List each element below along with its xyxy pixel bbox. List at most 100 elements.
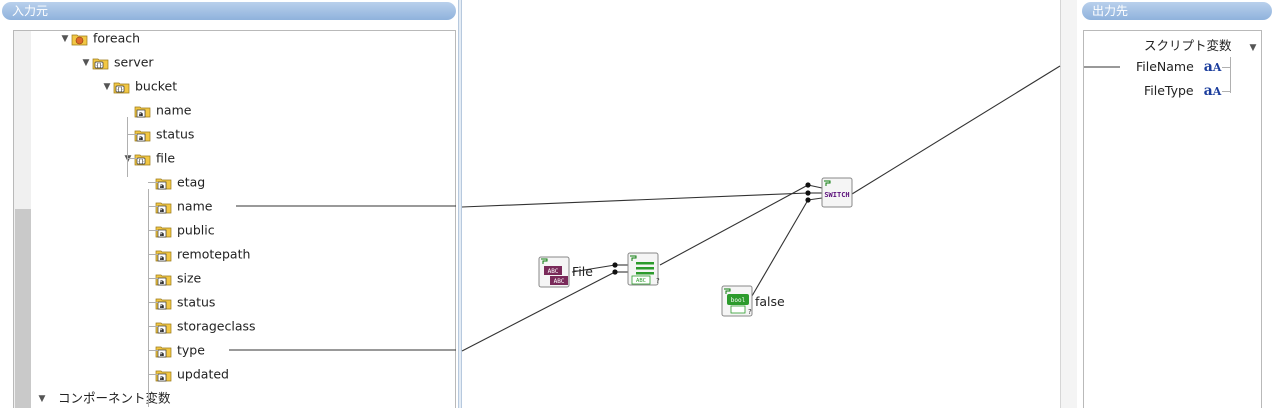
svg-text:a: a bbox=[160, 326, 164, 334]
svg-text:a: a bbox=[139, 110, 143, 118]
svg-text:a: a bbox=[160, 230, 164, 238]
mapping-line bbox=[751, 199, 809, 297]
string-field-icon: a bbox=[155, 200, 172, 214]
tree-item-label: updated bbox=[177, 366, 229, 382]
mapping-line bbox=[461, 192, 809, 208]
tree-item[interactable]: ▼{}server bbox=[80, 52, 154, 72]
expand-toggle-icon[interactable]: ▼ bbox=[82, 57, 90, 68]
output-item-filename[interactable]: FileName aA bbox=[1136, 59, 1221, 75]
tree-item-label: storageclass bbox=[177, 318, 256, 334]
connection-point bbox=[612, 269, 618, 275]
string-field-icon: a bbox=[155, 344, 172, 358]
svg-text:a: a bbox=[160, 182, 164, 190]
right-splitter[interactable] bbox=[1060, 0, 1077, 408]
tree-connector bbox=[148, 254, 158, 255]
output-item-filetype[interactable]: FileType aA bbox=[1144, 83, 1221, 99]
object-icon: {} bbox=[113, 80, 130, 94]
svg-text:?: ? bbox=[748, 308, 752, 316]
string-equals-icon: ABC ? bbox=[627, 252, 660, 286]
tree-item[interactable]: ▼ foreach bbox=[59, 30, 141, 48]
tree-connector bbox=[127, 158, 137, 159]
switch-icon-text: SWITCH bbox=[824, 191, 849, 199]
tree-item[interactable]: a name bbox=[122, 100, 191, 120]
mapping-line bbox=[807, 197, 823, 201]
boolean-constant-icon: bool ? bbox=[721, 285, 753, 317]
string-variable-icon: aA bbox=[1203, 83, 1222, 99]
tree-item-label: file bbox=[156, 150, 176, 166]
expand-toggle-icon[interactable]: ▼ bbox=[61, 33, 69, 44]
connection-point bbox=[805, 190, 811, 196]
string-field-icon: a bbox=[155, 368, 172, 382]
tree-item-label: name bbox=[156, 102, 192, 118]
svg-text:{}: {} bbox=[138, 159, 144, 165]
tree-item[interactable]: a updated bbox=[143, 364, 229, 384]
output-panel-title: 出力先 bbox=[1092, 4, 1129, 18]
input-panel-title: 入力元 bbox=[12, 4, 49, 18]
svg-text:{}: {} bbox=[117, 87, 123, 93]
expand-toggle-icon[interactable]: ▼ bbox=[38, 393, 46, 404]
svg-text:ABC: ABC bbox=[636, 278, 646, 284]
mapping-line bbox=[851, 65, 1061, 195]
string-field-icon: a bbox=[155, 224, 172, 238]
svg-text:a: a bbox=[160, 374, 164, 382]
string-variable-icon: aA bbox=[1203, 59, 1222, 75]
svg-text:a: a bbox=[160, 350, 164, 358]
string-constant-icon: ABC ABC bbox=[538, 256, 570, 288]
string-field-icon: a bbox=[155, 296, 172, 310]
tree-connector bbox=[148, 350, 158, 351]
tree-scrollbar[interactable] bbox=[14, 31, 31, 408]
expand-toggle-icon[interactable]: ▼ bbox=[103, 81, 111, 92]
string-constant-value[interactable]: File bbox=[572, 264, 593, 279]
tree-item[interactable]: a remotepath bbox=[143, 244, 250, 264]
tree-connector bbox=[148, 206, 158, 207]
svg-text:ABC: ABC bbox=[554, 278, 565, 285]
svg-text:a: a bbox=[160, 254, 164, 262]
string-field-icon: a bbox=[134, 128, 151, 142]
foreach-icon bbox=[71, 32, 88, 46]
chevron-down-icon[interactable]: ▼ bbox=[1249, 43, 1257, 53]
tree-item-label: size bbox=[177, 270, 202, 286]
tree-item-label: bucket bbox=[135, 78, 178, 94]
tree-connector bbox=[148, 230, 158, 231]
output-panel[interactable]: スクリプト変数 ▼ FileName aA FileType aA bbox=[1083, 30, 1262, 408]
tree-item-label: foreach bbox=[93, 30, 141, 46]
connection-point bbox=[805, 182, 811, 188]
tree-item[interactable]: a public bbox=[143, 220, 215, 240]
output-panel-header: 出力先 bbox=[1082, 2, 1272, 20]
tree-item[interactable]: a storageclass bbox=[143, 316, 256, 336]
script-variables-group[interactable]: スクリプト変数 ▼ bbox=[1144, 35, 1256, 54]
tree-item[interactable]: ▼ {} bucket bbox=[101, 76, 178, 96]
svg-text:a: a bbox=[139, 134, 143, 142]
output-tree-connector bbox=[1222, 91, 1230, 92]
tree-connector bbox=[148, 374, 158, 375]
output-item-label: FileName bbox=[1136, 59, 1194, 74]
tree-scrollbar-thumb[interactable] bbox=[15, 209, 31, 408]
tree-item[interactable]: ▼コンポーネント変数 bbox=[36, 388, 171, 408]
tree-connector bbox=[148, 302, 158, 303]
svg-text:a: a bbox=[160, 302, 164, 310]
string-field-icon: a bbox=[155, 272, 172, 286]
left-splitter[interactable] bbox=[458, 0, 462, 408]
svg-text:?: ? bbox=[656, 277, 660, 285]
boolean-constant-value[interactable]: false bbox=[755, 294, 785, 309]
object-icon: {} bbox=[134, 152, 151, 166]
tree-item-label: type bbox=[177, 342, 205, 358]
tree-connector bbox=[148, 326, 158, 327]
svg-text:{}: {} bbox=[96, 63, 102, 69]
string-field-icon: a bbox=[155, 320, 172, 334]
tree-connector bbox=[148, 278, 158, 279]
mapping-line bbox=[807, 184, 823, 189]
svg-text:a: a bbox=[160, 206, 164, 214]
svg-text:ABC: ABC bbox=[548, 268, 559, 275]
tree-item-label: remotepath bbox=[177, 246, 251, 262]
tree-item[interactable]: a type bbox=[143, 340, 205, 360]
tree-item-label: public bbox=[177, 222, 215, 238]
output-tree-connector bbox=[1222, 67, 1230, 68]
svg-text:bool: bool bbox=[731, 297, 746, 304]
